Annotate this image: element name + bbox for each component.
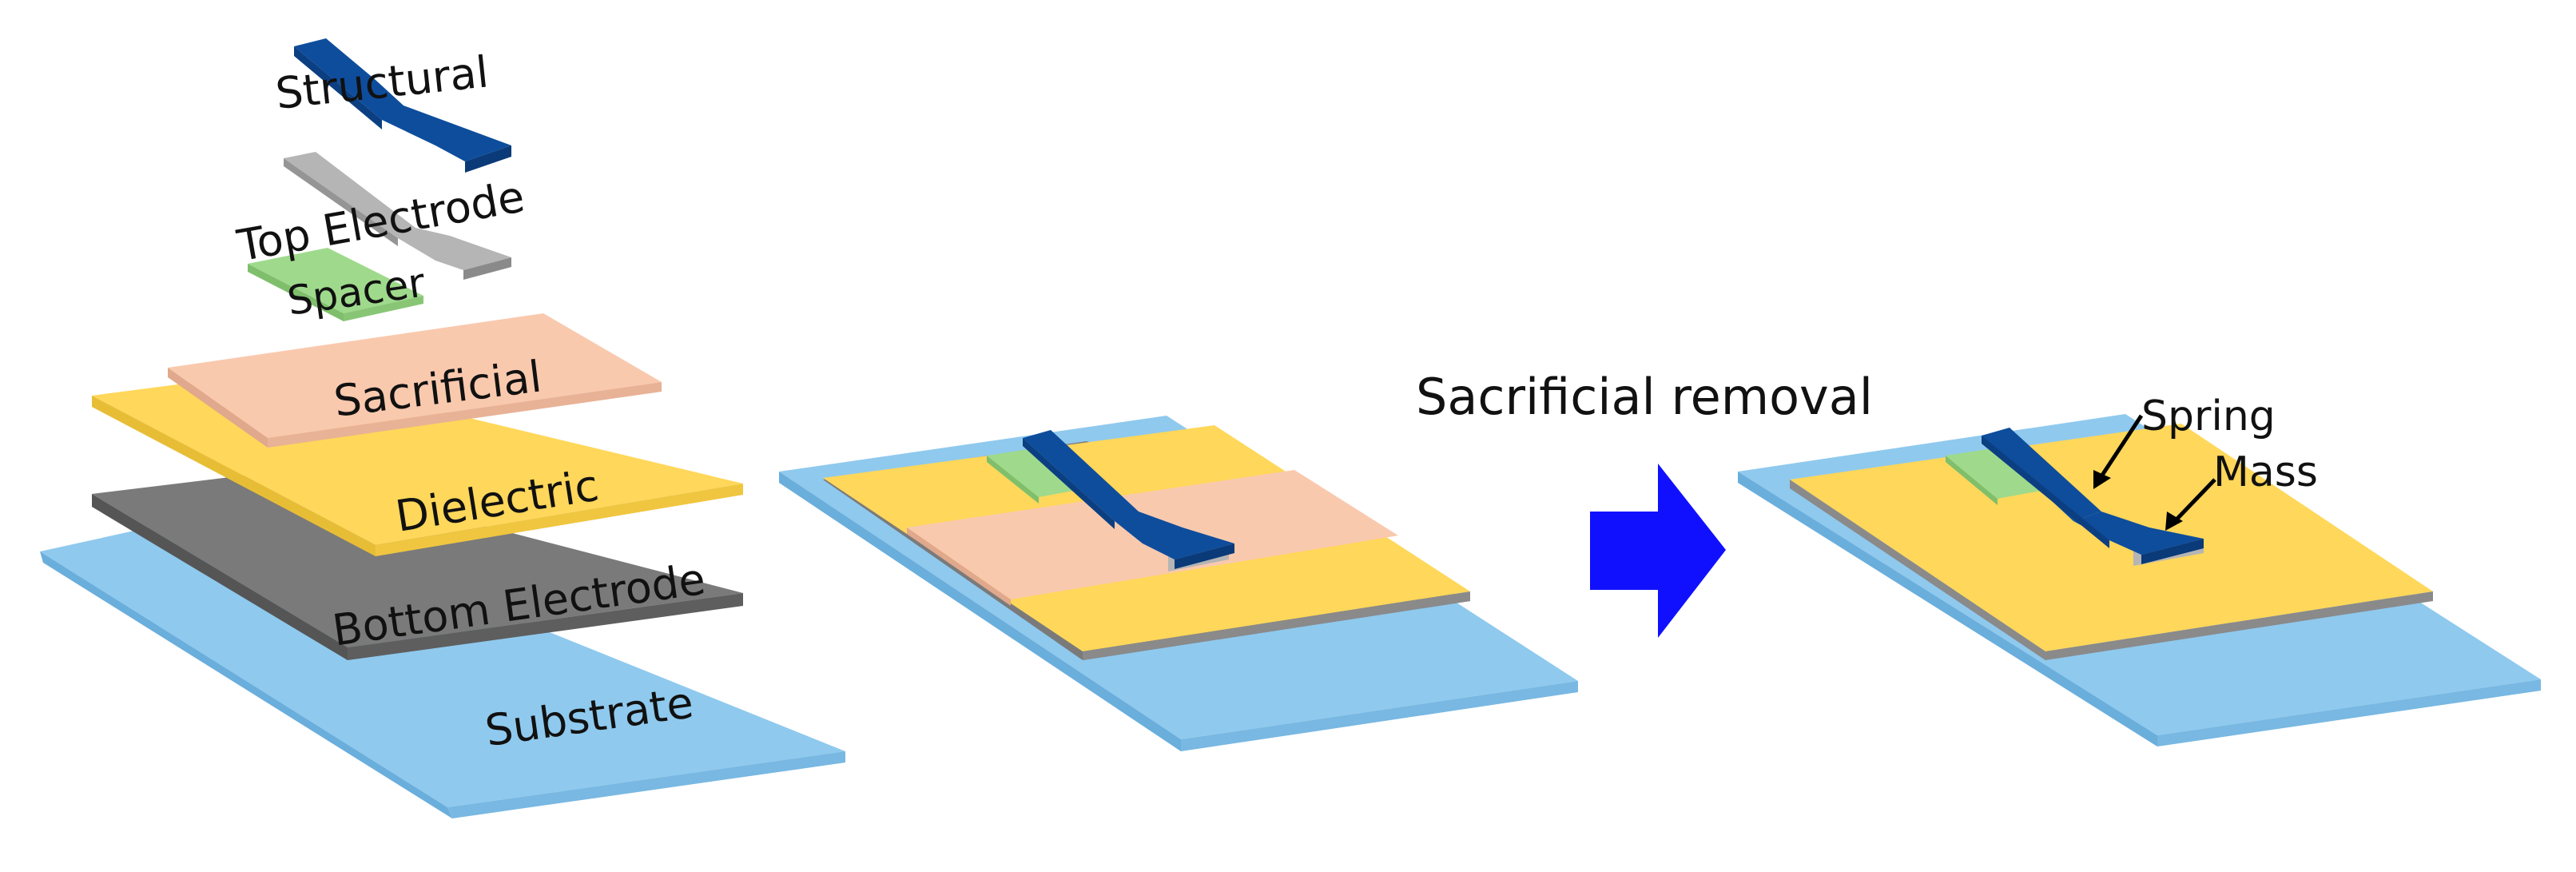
structural-layer (294, 38, 511, 173)
process-arrow (1590, 464, 1726, 638)
sacrificial-layer (168, 313, 662, 448)
label-spring: Spring (2141, 392, 2276, 440)
exploded-layer-stack: Structural Top Electrode Spacer Sacrific… (40, 38, 845, 818)
mass-pointer (2173, 478, 2216, 523)
spring-pointer (2099, 414, 2144, 478)
process-step-label: Sacrificial removal (1416, 368, 1873, 426)
proof-mass (2073, 512, 2204, 555)
released-device: Spring Mass (1738, 392, 2541, 747)
assembled-device (779, 416, 1578, 751)
spring-beam (1982, 428, 2101, 521)
bottom-electrode-layer (92, 472, 743, 660)
label-mass: Mass (2213, 448, 2318, 496)
top-electrode-layer (284, 152, 511, 280)
spacer-layer (248, 248, 423, 321)
